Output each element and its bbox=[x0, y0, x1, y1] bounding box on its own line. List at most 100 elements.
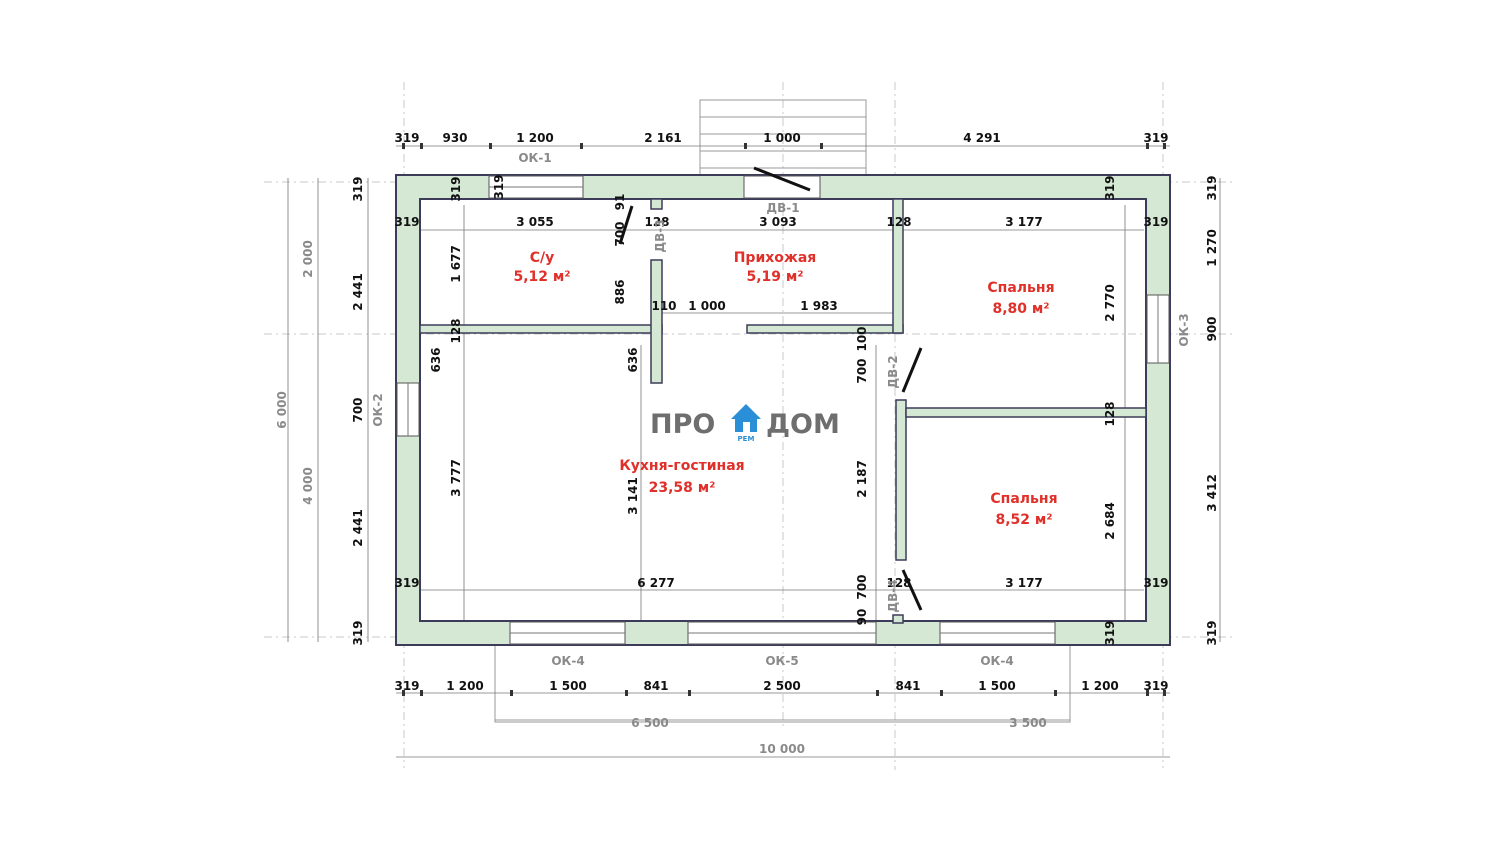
dim-b-2500: 2 500 bbox=[763, 679, 801, 693]
dim-v-3141: 3 141 bbox=[626, 477, 640, 515]
dim-inner-3177-top: 3 177 bbox=[1005, 215, 1043, 229]
dim-r-900: 900 bbox=[1205, 316, 1219, 341]
window-label-ok2: ОК-2 bbox=[371, 393, 385, 426]
dim-inner-319-left: 319 bbox=[394, 215, 419, 229]
dim-v-128-cl: 128 bbox=[449, 318, 463, 343]
dim-v-2187: 2 187 bbox=[855, 460, 869, 498]
dim-bot-128: 128 bbox=[886, 576, 911, 590]
dim-v-90: 90 bbox=[855, 609, 869, 626]
dim-b-10000: 10 000 bbox=[759, 742, 805, 756]
dim-v-636-right: 636 bbox=[626, 347, 640, 372]
dim-inner-3093: 3 093 bbox=[759, 215, 797, 229]
dimension-lines bbox=[287, 145, 1221, 758]
dimension-ticks bbox=[402, 143, 1166, 696]
dim-top-1200: 1 200 bbox=[516, 131, 554, 145]
dim-bot-3177: 3 177 bbox=[1005, 576, 1043, 590]
dim-v-319-right-top: 319 bbox=[1103, 175, 1117, 200]
door-label-dv3: ДВ-3 bbox=[653, 219, 667, 252]
dim-b-1500-left: 1 500 bbox=[549, 679, 587, 693]
window-label-ok4-left: ОК-4 bbox=[551, 654, 584, 668]
room-wc-name: С/у bbox=[530, 250, 555, 266]
room-bedroom-1-area: 8,80 м² bbox=[993, 301, 1050, 317]
window-label-ok4-right: ОК-4 bbox=[980, 654, 1013, 668]
dim-b-319-left: 319 bbox=[394, 679, 419, 693]
dim-bot-319-left: 319 bbox=[394, 576, 419, 590]
window-label-ok5: ОК-5 bbox=[765, 654, 798, 668]
dim-r-319-top: 319 bbox=[1205, 175, 1219, 200]
dim-inner-319-right: 319 bbox=[1143, 215, 1168, 229]
company-logo: ПРО РЕМ ДОМ bbox=[650, 404, 840, 443]
dim-top-2161: 2 161 bbox=[644, 131, 682, 145]
door-label-dv1: ДВ-1 bbox=[766, 201, 799, 215]
dim-inner-128-b: 128 bbox=[886, 215, 911, 229]
dim-r-3412: 3 412 bbox=[1205, 474, 1219, 512]
dim-bot-700: 700 bbox=[855, 574, 869, 599]
dim-b-1500-right: 1 500 bbox=[978, 679, 1016, 693]
dim-v-2684: 2 684 bbox=[1103, 502, 1117, 540]
dim-l-2441-bot: 2 441 bbox=[351, 509, 365, 547]
dim-v-319-window: 319 bbox=[492, 174, 506, 199]
dim-top-319-left: 319 bbox=[394, 131, 419, 145]
dim-v-91: 91 bbox=[613, 194, 627, 211]
dim-h-1983: 1 983 bbox=[800, 299, 838, 313]
logo-left-text: ПРО bbox=[650, 409, 715, 440]
dim-l-319-bot: 319 bbox=[351, 620, 365, 645]
dim-r-1270: 1 270 bbox=[1205, 229, 1219, 267]
dim-v-319-right-bot: 319 bbox=[1103, 620, 1117, 645]
window-label-ok3: ОК-3 bbox=[1177, 313, 1191, 346]
door-leaves bbox=[618, 166, 923, 611]
room-hall-name: Прихожая bbox=[734, 250, 817, 266]
dim-b-319-right: 319 bbox=[1143, 679, 1168, 693]
door-label-dv4: ДВ-4 bbox=[886, 579, 900, 612]
dim-v-636-left: 636 bbox=[429, 347, 443, 372]
room-bedroom-2-name: Спальня bbox=[990, 491, 1057, 507]
dim-v-128-bed: 128 bbox=[1103, 401, 1117, 426]
room-bedroom-1-name: Спальня bbox=[987, 280, 1054, 296]
dim-r-319-bot: 319 bbox=[1205, 620, 1219, 645]
dim-l-4000: 4 000 bbox=[301, 467, 315, 505]
dim-top-319-right: 319 bbox=[1143, 131, 1168, 145]
dim-v-3777: 3 777 bbox=[449, 459, 463, 497]
dim-v-2770: 2 770 bbox=[1103, 284, 1117, 322]
dim-v-886: 886 bbox=[613, 279, 627, 304]
dim-inner-3055: 3 055 bbox=[516, 215, 554, 229]
dim-v-319-top: 319 bbox=[449, 176, 463, 201]
terrace-outline bbox=[494, 645, 1071, 723]
door-label-dv2: ДВ-2 bbox=[886, 355, 900, 388]
dim-b-841-left: 841 bbox=[643, 679, 668, 693]
dim-l-2441-top: 2 441 bbox=[351, 273, 365, 311]
dim-v-1677: 1 677 bbox=[449, 245, 463, 283]
dim-bot-319-right: 319 bbox=[1143, 576, 1168, 590]
logo-right-text: ДОМ bbox=[766, 409, 840, 440]
room-wc-area: 5,12 м² bbox=[514, 269, 571, 285]
dim-h-1000-mid: 1 000 bbox=[688, 299, 726, 313]
dim-b-3500: 3 500 bbox=[1009, 716, 1047, 730]
dim-v-100: 100 bbox=[855, 326, 869, 351]
dim-l-319-top: 319 bbox=[351, 176, 365, 201]
dim-b-1200-right: 1 200 bbox=[1081, 679, 1119, 693]
dim-top-930: 930 bbox=[442, 131, 467, 145]
dim-l-700: 700 bbox=[351, 397, 365, 422]
dim-v-700-dv2: 700 bbox=[855, 358, 869, 383]
dim-b-1200-left: 1 200 bbox=[446, 679, 484, 693]
dim-top-1000: 1 000 bbox=[763, 131, 801, 145]
room-kitchen-name: Кухня-гостиная bbox=[619, 458, 744, 474]
dim-bot-6277: 6 277 bbox=[637, 576, 675, 590]
dim-b-6500: 6 500 bbox=[631, 716, 669, 730]
dim-v-700-dv3: 700 bbox=[613, 221, 627, 246]
window-label-ok1: ОК-1 bbox=[518, 151, 551, 165]
dim-top-4291: 4 291 bbox=[963, 131, 1001, 145]
porch-steps bbox=[699, 99, 867, 181]
window-panes bbox=[407, 186, 1159, 634]
dim-b-841-right: 841 bbox=[895, 679, 920, 693]
dim-inner-128-a: 128 bbox=[644, 215, 669, 229]
dim-l-6000: 6 000 bbox=[275, 391, 289, 429]
dim-h-110: 110 bbox=[651, 299, 676, 313]
logo-small-text: РЕМ bbox=[738, 435, 755, 443]
dim-l-2000: 2 000 bbox=[301, 240, 315, 278]
walls bbox=[395, 174, 1171, 646]
room-bedroom-2-area: 8,52 м² bbox=[996, 512, 1053, 528]
house-icon bbox=[731, 404, 761, 432]
room-hall-area: 5,19 м² bbox=[747, 269, 804, 285]
